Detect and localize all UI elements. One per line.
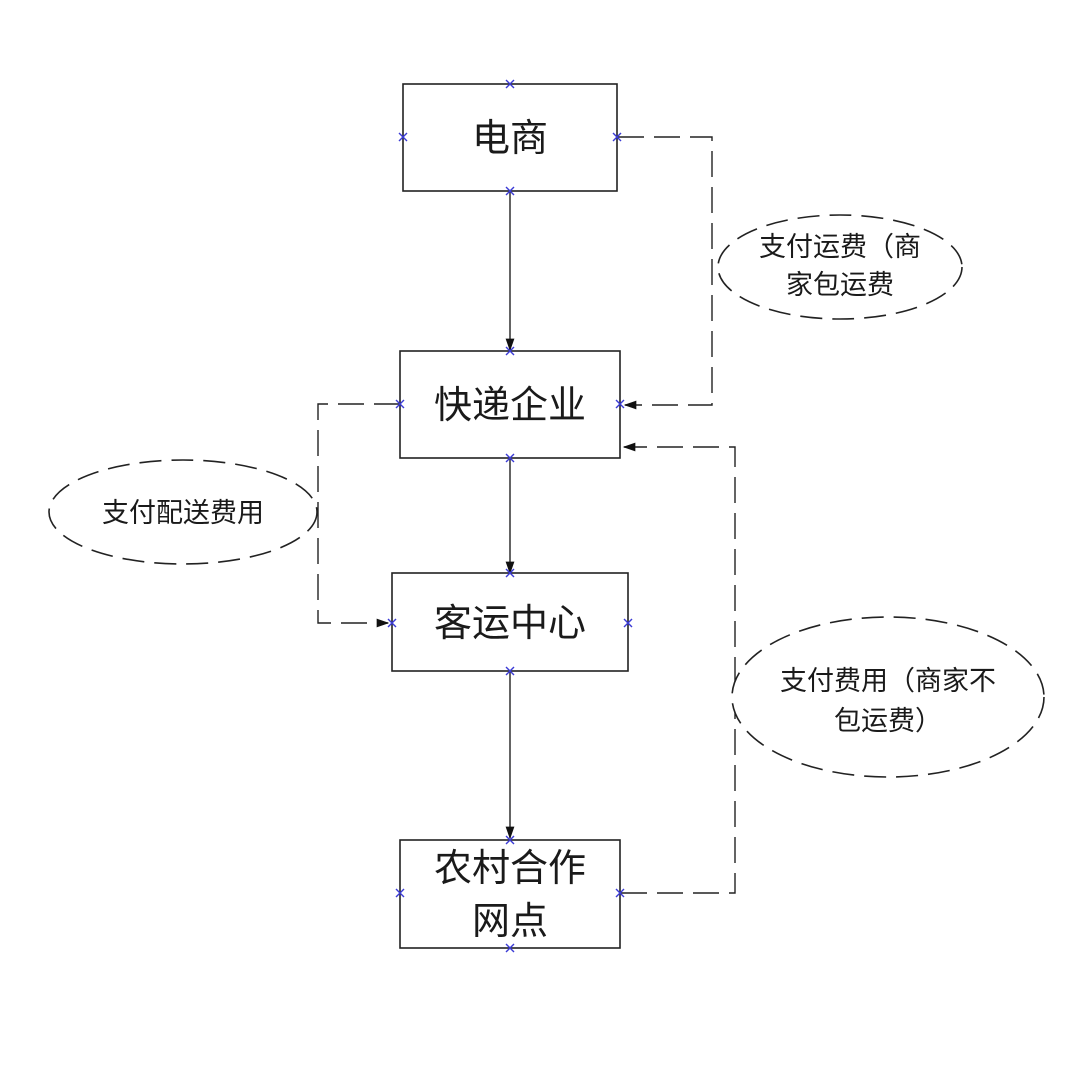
connection-point-marker [505,568,515,578]
node-passenger-label: 客运中心 [434,601,586,645]
dashed-arrow-rural-to-express [621,442,736,894]
connection-point-marker [623,618,633,628]
label-pay-fee: 支付费用（商家不 包运费） [731,616,1045,778]
dashed-arrow-express-to-passenger [317,403,400,628]
connection-point-marker [612,132,622,142]
connection-point-marker [505,186,515,196]
label-pay-shipping: 支付运费（商 家包运费 [717,214,963,320]
label-pay-delivery: 支付配送费用 [48,459,318,565]
connection-point-markers [387,79,633,953]
label-pay-delivery-line1: 支付配送费用 [102,498,264,529]
connection-point-marker [615,888,625,898]
node-express-label: 快递企业 [434,383,586,427]
connection-point-marker [395,888,405,898]
label-pay-fee-line2: 包运费） [834,706,942,737]
connection-point-marker [505,346,515,356]
label-pay-fee-line1: 支付费用（商家不 [780,666,996,697]
node-rural-label-line2: 网点 [472,899,548,943]
node-passenger: 客运中心 [391,572,629,672]
node-ecommerce: 电商 [402,83,618,192]
label-pay-shipping-line2: 家包运费 [786,270,894,301]
connection-point-marker [398,132,408,142]
connection-point-marker [505,79,515,89]
connection-point-marker [505,835,515,845]
label-pay-shipping-line1: 支付运费（商 [759,232,921,263]
connection-point-marker [505,943,515,953]
node-rural: 农村合作 网点 [399,839,621,949]
node-ecommerce-label: 电商 [472,116,548,160]
node-rural-label-line1: 农村合作 [434,846,586,890]
connection-point-marker [395,399,405,409]
connection-point-marker [505,453,515,463]
connection-point-marker [505,666,515,676]
connection-point-marker [387,618,397,628]
dashed-arrow-ecommerce-to-express [618,136,713,410]
node-express: 快递企业 [399,350,621,459]
connection-point-marker [615,399,625,409]
